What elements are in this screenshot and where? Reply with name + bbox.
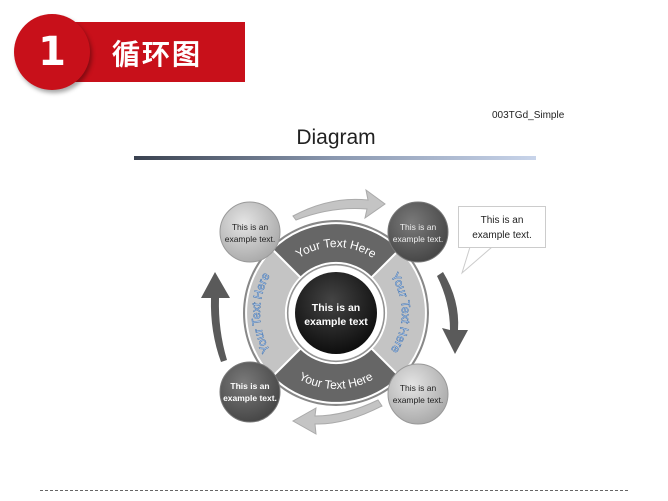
satellite-bottom-right[interactable]: This is an example text. (387, 363, 449, 425)
arrow-left (201, 272, 230, 362)
section-title: 循环图 (112, 38, 203, 71)
arrow-right (437, 272, 468, 354)
arrow-bottom (291, 399, 383, 435)
callout-line2: example text. (472, 230, 532, 241)
page-title: Diagram (296, 126, 376, 149)
satellite-text: example text. (393, 234, 444, 244)
callout-box: This is an example text. (458, 206, 546, 248)
center-hub[interactable] (295, 272, 377, 354)
footer-dashed-divider (40, 490, 628, 491)
satellite-bottom-left[interactable]: This is an example text. (219, 361, 281, 423)
satellite-text: example text. (225, 234, 276, 244)
satellite-text: example text. (393, 395, 444, 405)
satellite-top-right[interactable]: This is an example text. (387, 201, 449, 263)
center-text-line2: example text (304, 316, 368, 328)
section-number-badge: 1 (14, 14, 90, 90)
callout-line1: This is an (480, 215, 524, 226)
callout-tail (461, 246, 494, 275)
satellite-text: This is an (400, 222, 437, 232)
satellite-text: This is an (230, 381, 269, 391)
satellite-text: example text. (223, 393, 277, 403)
satellite-text: This is an (400, 383, 437, 393)
center-text-line1: This is an (312, 302, 360, 314)
satellite-top-left[interactable]: This is an example text. (219, 201, 281, 263)
title-underline (134, 156, 536, 160)
arrow-top (292, 188, 386, 221)
code-label: 003TGd_Simple (492, 110, 565, 121)
satellite-text: This is an (232, 222, 269, 232)
